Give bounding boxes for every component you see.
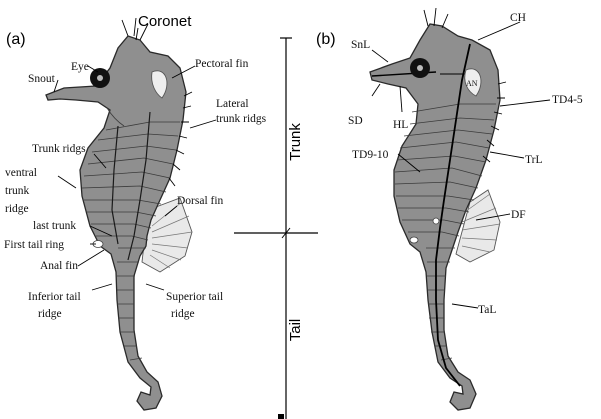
label-eye: Eye [71,61,89,73]
label-anal-fin: Anal fin [40,260,78,272]
label-tail-region: Tail [287,319,304,342]
label-snout: Snout [28,73,56,85]
label-superior-line1: Superior tail [166,291,223,303]
label-snl: SnL [351,39,370,51]
label-lateral-line2: trunk ridgs [216,113,267,125]
label-trl: TrL [525,154,542,166]
panel-b-tag: (b) [316,31,336,48]
label-ventral-line2: trunk [5,185,30,197]
label-superior-line2: ridge [171,308,195,320]
label-df: DF [511,209,526,221]
label-trunk-ridgs: Trunk ridgs [32,143,86,155]
label-hl: HL [393,119,408,131]
label-inferior-line1: Inferior tail [28,291,81,303]
label-td4-5: TD4-5 [552,94,583,106]
label-td9-10: TD9-10 [352,149,389,161]
label-sd: SD [348,115,363,127]
label-tal: TaL [478,304,496,316]
label-ventral-line1: ventral [5,167,37,179]
label-inferior-line2: ridge [38,308,62,320]
label-an: AN [466,79,478,88]
label-dorsal-fin: Dorsal fin [177,195,224,207]
label-ch: CH [510,12,526,24]
label-trunk-region: Trunk [287,123,304,161]
region-scale: Trunk Tail [234,38,318,419]
label-first-tail-ring: First tail ring [4,239,64,251]
label-last-trunk: last trunk [33,220,76,232]
label-coronet: Coronet [138,13,192,30]
label-ventral-line3: ridge [5,203,29,215]
label-pectoral-fin: Pectoral fin [195,58,249,70]
panel-b: (b) [316,8,583,410]
label-lateral-line1: Lateral [216,98,249,110]
panel-a-tag: (a) [6,31,26,48]
panel-a: (a) [4,13,318,419]
